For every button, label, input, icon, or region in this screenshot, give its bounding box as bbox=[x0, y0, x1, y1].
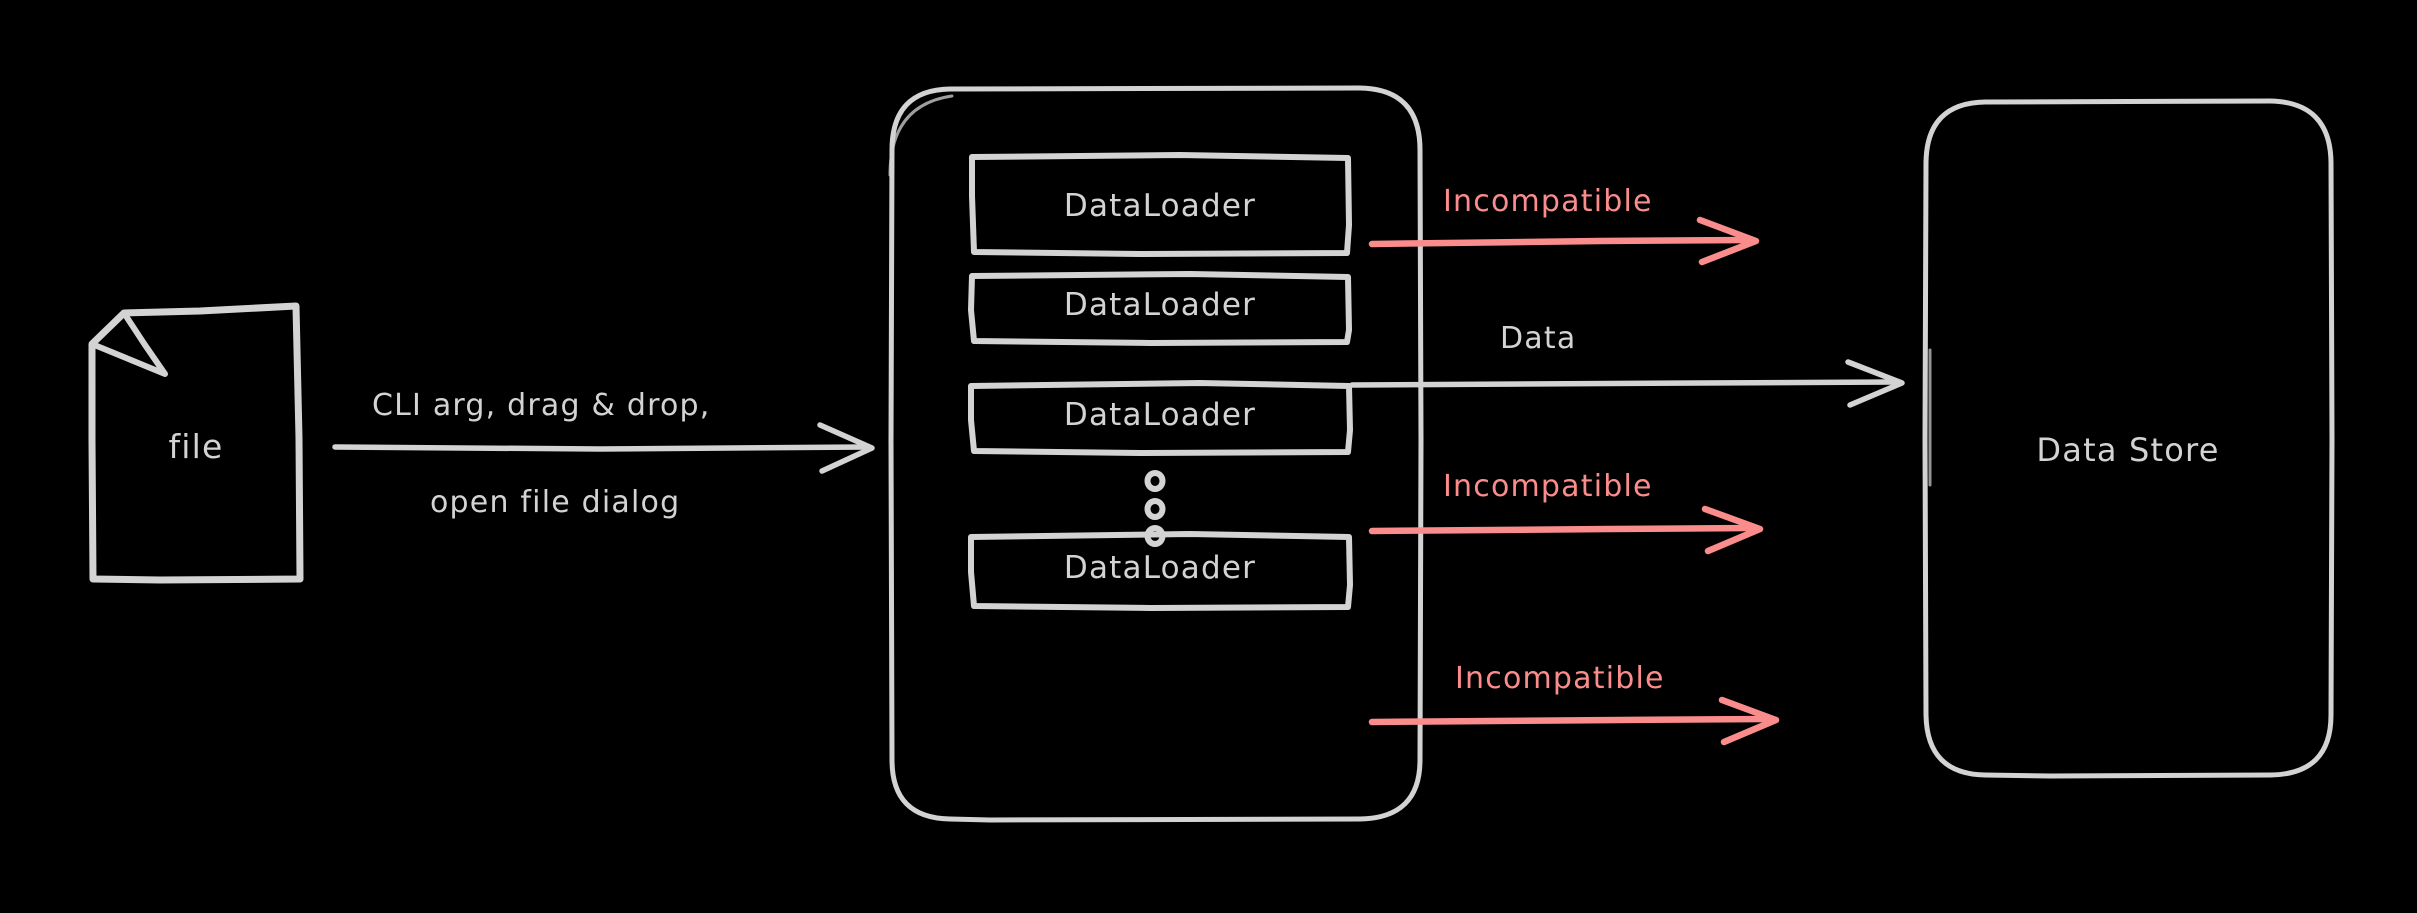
dataloader-box-1[interactable] bbox=[969, 152, 1352, 257]
file-document-icon bbox=[88, 302, 304, 584]
data-store-container bbox=[1922, 98, 2335, 779]
ingest-arrow-label-top: CLI arg, drag & drop, bbox=[372, 388, 710, 423]
file-label: file bbox=[168, 427, 223, 466]
dataloader-label-1: DataLoader bbox=[1064, 188, 1256, 224]
output-arrow-3-incompatible bbox=[1368, 505, 1764, 555]
output-arrow-1-incompatible bbox=[1368, 216, 1760, 266]
data-store-label: Data Store bbox=[2036, 431, 2219, 469]
dataloader-label-4: DataLoader bbox=[1064, 550, 1256, 586]
dataloader-label-3: DataLoader bbox=[1064, 397, 1256, 433]
dataloader-box-4[interactable] bbox=[968, 531, 1353, 611]
ingest-arrow-label-bottom: open file dialog bbox=[430, 485, 680, 520]
output-arrow-1-label: Incompatible bbox=[1443, 184, 1653, 219]
dataloader-label-2: DataLoader bbox=[1064, 287, 1256, 323]
dataloader-box-2[interactable] bbox=[968, 271, 1352, 346]
output-arrow-4-incompatible bbox=[1368, 696, 1780, 746]
ingest-arrow bbox=[332, 422, 875, 474]
output-arrow-3-label: Incompatible bbox=[1443, 469, 1653, 504]
output-arrow-4-label: Incompatible bbox=[1455, 661, 1665, 696]
dataloader-box-3[interactable] bbox=[968, 380, 1353, 456]
loader-group-container bbox=[888, 85, 1424, 823]
output-arrow-2-label: Data bbox=[1500, 321, 1576, 356]
output-arrow-2-data bbox=[1349, 359, 1905, 408]
